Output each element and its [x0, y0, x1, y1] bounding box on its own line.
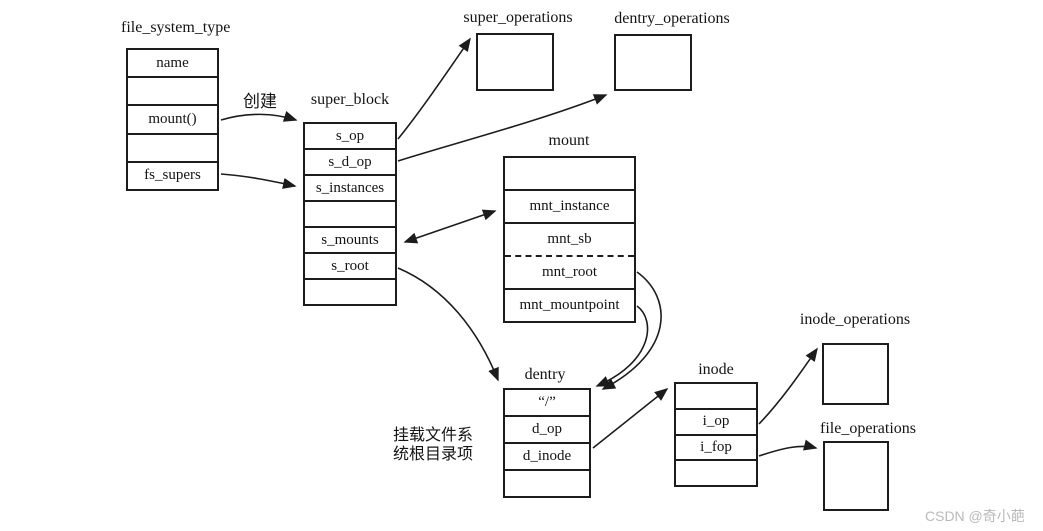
file-operations-title: file_operations [820, 420, 916, 437]
field-s-op: s_op [335, 127, 365, 144]
arrow-d-inode-to-inode [592, 388, 669, 449]
field-mnt-instance: mnt_instance [505, 189, 634, 222]
root-dentry-note: 挂载文件系 统根目录项 [393, 426, 473, 464]
arrow-s-d-op-to-dentry-operations [397, 94, 608, 162]
file-system-type-box: name mount() fs_supers [126, 48, 219, 191]
field-root-slash: “/” [538, 394, 556, 410]
root-dentry-note-line1: 挂载文件系 [393, 427, 474, 444]
root-dentry-note-line2: 统根目录项 [393, 446, 474, 463]
field-s-d-op: s_d_op [305, 148, 395, 174]
field-s-root: s_root [305, 252, 395, 278]
mount-title: mount [548, 132, 590, 149]
file-system-type-title: file_system_type [121, 19, 231, 36]
field-empty [676, 384, 756, 408]
dentry-box: “/” d_op d_inode [503, 388, 591, 498]
field-empty [128, 132, 217, 161]
arrow-s-root-to-dentry [397, 267, 499, 382]
dentry-title: dentry [524, 366, 566, 383]
mount-box: mnt_instance mnt_sb mnt_root mnt_mountpo… [503, 156, 636, 323]
dentry-operations-title: dentry_operations [614, 10, 730, 27]
super-block-box: s_op s_d_op s_instances s_mounts s_root [303, 122, 397, 306]
field-mount-fn: mount() [128, 104, 217, 132]
field-fs-supers: fs_supers [128, 160, 217, 189]
field-i-fop: i_fop [676, 433, 756, 460]
arrow-s-mounts-mnt-instance-bidirectional [403, 209, 497, 244]
file-operations-box [823, 441, 889, 511]
inode-operations-title: inode_operations [799, 311, 911, 328]
field-empty [676, 459, 756, 485]
arrow-i-op-to-inode-operations [758, 347, 818, 425]
field-s-mounts: s_mounts [305, 226, 395, 252]
super-operations-title: super_operations [463, 9, 573, 26]
field-empty [305, 278, 395, 304]
field-i-op: i_op [676, 407, 756, 434]
inode-title: inode [698, 361, 734, 378]
field-empty [305, 200, 395, 226]
field-s-instances: s_instances [305, 174, 395, 200]
field-mnt-root: mnt_root [505, 255, 634, 288]
arrow-mount-to-super-block [220, 111, 298, 122]
arrow-fs-supers-to-s-instances [220, 173, 297, 189]
field-name: name [156, 54, 189, 71]
dentry-operations-box [614, 34, 692, 91]
field-mnt-sb: mnt_sb [505, 222, 634, 255]
field-mnt-mountpoint: mnt_mountpoint [505, 288, 634, 321]
inode-operations-box [822, 343, 889, 405]
field-d-inode: d_inode [505, 442, 589, 469]
create-annotation: 创建 [243, 92, 277, 111]
csdn-watermark: CSDN @奇小葩 [925, 508, 1025, 524]
super-block-title: super_block [310, 91, 390, 108]
field-empty [505, 158, 634, 189]
field-empty [505, 469, 589, 496]
field-empty [128, 76, 217, 104]
arrow-i-fop-to-file-operations [758, 439, 818, 457]
inode-box: i_op i_fop [674, 382, 758, 487]
field-d-op: d_op [505, 415, 589, 442]
arrow-s-op-to-super-operations [397, 37, 471, 140]
super-operations-box [476, 33, 554, 91]
